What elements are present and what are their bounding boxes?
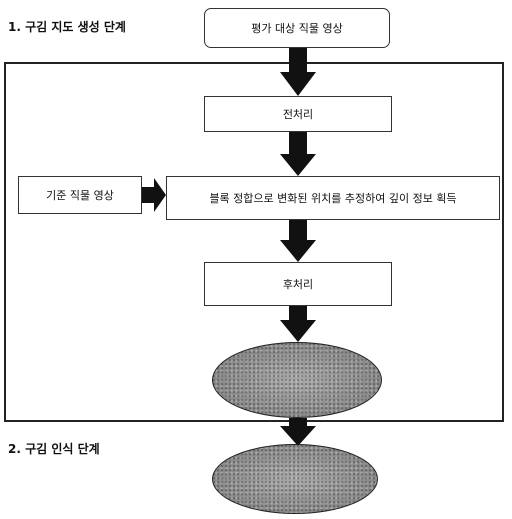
input-image-label: 평가 대상 직물 영상 <box>251 22 343 35</box>
postprocess-label: 후처리 <box>282 278 314 291</box>
arrow-preprocess-to-matching <box>280 132 316 176</box>
block-matching-box: 블록 정합으로 변화된 위치를 추정하여 깊이 정보 획득 <box>166 176 500 220</box>
arrow-map-to-recognition <box>280 418 316 446</box>
stage2-label: 2. 구김 인식 단계 <box>8 442 100 456</box>
input-image-box: 평가 대상 직물 영상 <box>204 8 390 48</box>
arrow-postprocess-to-map <box>280 306 316 342</box>
arrow-matching-to-postprocess <box>280 220 316 262</box>
wrinkle-map-ellipse <box>212 342 382 418</box>
reference-image-box: 기준 직물 영상 <box>18 176 142 214</box>
preprocess-label: 전처리 <box>282 108 314 121</box>
arrow-reference-to-matching <box>142 178 166 212</box>
preprocess-box: 전처리 <box>204 96 392 132</box>
arrow-input-to-preprocess <box>280 48 316 96</box>
postprocess-box: 후처리 <box>204 262 392 306</box>
reference-image-label: 기준 직물 영상 <box>46 189 114 202</box>
stage1-frame <box>4 62 504 422</box>
block-matching-label: 블록 정합으로 변화된 위치를 추정하여 깊이 정보 획득 <box>209 192 457 205</box>
wrinkle-recognition-ellipse <box>212 444 378 514</box>
stage1-label: 1. 구김 지도 생성 단계 <box>8 20 126 34</box>
